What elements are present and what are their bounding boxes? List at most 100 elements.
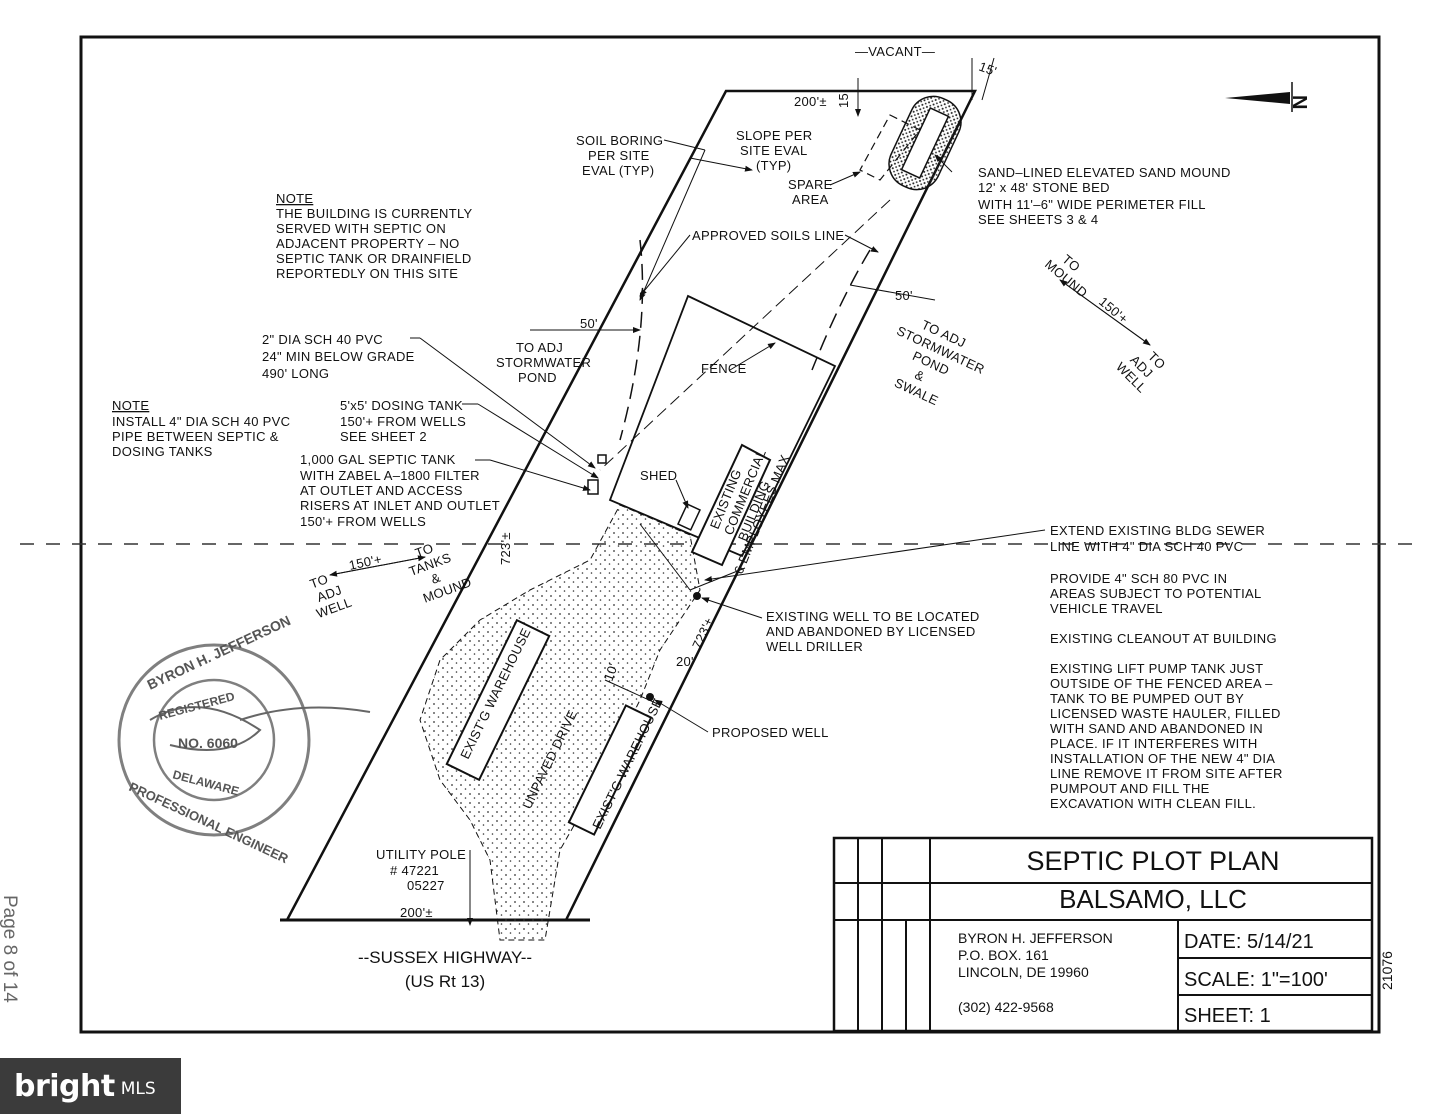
approved-soils-label: APPROVED SOILS LINE	[692, 228, 844, 243]
warehouse-left-label: EXIST'G WAREHOUSE	[457, 626, 533, 762]
top-dim-15: 15	[836, 93, 851, 108]
lift-pump-note: LINE REMOVE IT FROM SITE AFTER	[1050, 766, 1283, 781]
engineer-city: LINCOLN, DE 19960	[958, 964, 1089, 980]
plan-scale: SCALE: 1"=100'	[1184, 969, 1328, 991]
unpaved-drive-area	[419, 504, 701, 941]
watermark-brand: bright	[14, 1068, 115, 1104]
road-name: --SUSSEX HIGHWAY--	[358, 948, 532, 967]
vacant-label: —VACANT—	[855, 44, 935, 59]
north-arrow-icon	[1225, 82, 1293, 112]
spare-label-2: AREA	[792, 192, 829, 207]
pvc-note: 24" MIN BELOW GRADE	[262, 349, 415, 364]
lift-pump-note: WITH SAND AND ABANDONED IN	[1050, 721, 1263, 736]
engineer-phone: (302) 422-9568	[958, 999, 1054, 1015]
sheet-border	[79, 35, 1381, 1034]
spare-area	[859, 114, 921, 181]
provide-note: AREAS SUBJECT TO POTENTIAL	[1050, 586, 1262, 601]
seal-number: NO. 6060	[178, 735, 238, 751]
seal-bottom-text: PROFESSIONAL ENGINEER	[127, 779, 291, 866]
slope-note: SITE EVAL	[740, 143, 807, 158]
lift-pump-note: TANK TO BE PUMPED OUT BY	[1050, 691, 1244, 706]
note1-line: REPORTEDLY ON THIS SITE	[276, 266, 458, 281]
engineer-name: BYRON H. JEFFERSON	[958, 930, 1113, 946]
mound-note: 12' x 48' STONE BED	[978, 180, 1110, 195]
warehouse-left	[445, 618, 551, 782]
drive-label: UNPAVED DRIVE	[519, 707, 580, 811]
side-number: 21076	[1379, 951, 1395, 990]
page-number-label: Page 8 of 14	[0, 895, 20, 1003]
septic-note: AT OUTLET AND ACCESS	[300, 483, 463, 498]
bottom-dim-200: 200'±	[400, 905, 433, 920]
note2-heading: NOTE	[112, 398, 149, 413]
note1-heading: NOTE	[276, 191, 313, 206]
provide-note: VEHICLE TRAVEL	[1050, 601, 1163, 616]
stormwater-left-note: STORMWATER	[496, 355, 591, 370]
septic-note: 150'+ FROM WELLS	[300, 514, 426, 529]
note1-line: THE BUILDING IS CURRENTLY	[276, 206, 473, 221]
lift-pump-note: EXCAVATION WITH CLEAN FILL.	[1050, 796, 1256, 811]
provide-note: PROVIDE 4" SCH 80 PVC IN	[1050, 571, 1227, 586]
seal-registered: REGISTERED	[157, 689, 236, 723]
dim-50-right: 50'	[895, 288, 913, 303]
lift-pump-note: LICENSED WASTE HAULER, FILLED	[1050, 706, 1281, 721]
slope-note: SLOPE PER	[736, 128, 812, 143]
lift-pump-note: PLACE. IF IT INTERFERES WITH	[1050, 736, 1258, 751]
lift-pump-note: OUTSIDE OF THE FENCED AREA –	[1050, 676, 1273, 691]
seal-state: DELAWARE	[171, 767, 240, 798]
lift-pump-note: PUMPOUT AND FILL THE	[1050, 781, 1210, 796]
right-dim-723: 723'±	[689, 615, 716, 651]
soil-boring-note: SOIL BORING	[576, 133, 663, 148]
pvc-note: 490' LONG	[262, 366, 329, 381]
lift-pump-note: INSTALLATION OF THE NEW 4" DIA	[1050, 751, 1275, 766]
note2-line: PIPE BETWEEN SEPTIC &	[112, 429, 279, 444]
mound-note: WITH 11'–6" WIDE PERIMETER FILL	[978, 197, 1206, 212]
mound-note: SAND–LINED ELEVATED SAND MOUND	[978, 165, 1231, 180]
top-dim-200: 200'±	[794, 94, 827, 109]
spare-label-1: SPARE	[788, 177, 833, 192]
dosing-note: 5'x5' DOSING TANK	[340, 398, 463, 413]
dim-20: 20'	[676, 654, 694, 669]
tanks-arrow-dist: 150'+	[348, 551, 384, 573]
note1-line: SEPTIC TANK OR DRAINFIELD	[276, 251, 472, 266]
plan-sheet: SHEET: 1	[1184, 1005, 1271, 1027]
stormwater-left-note: POND	[518, 370, 557, 385]
road-route: (US Rt 13)	[405, 972, 485, 991]
left-dim-723: 723'±	[498, 532, 513, 565]
existing-well-note: EXISTING WELL TO BE LOCATED	[766, 609, 980, 624]
utility-pole-note: UTILITY POLE	[376, 847, 466, 862]
client-name: BALSAMO, LLC	[1059, 884, 1247, 914]
seal-top-text: BYRON H. JEFFERSON	[145, 612, 293, 693]
cleanout-note: EXISTING CLEANOUT AT BUILDING	[1050, 631, 1277, 646]
note2-line: DOSING TANKS	[112, 444, 213, 459]
top-dim-15b: 15'	[977, 59, 999, 79]
title-block	[832, 836, 1374, 1033]
soil-boring-note: EVAL (TYP)	[582, 163, 654, 178]
plan-title: SEPTIC PLOT PLAN	[1026, 846, 1279, 876]
dosing-note: 150'+ FROM WELLS	[340, 414, 466, 429]
watermark-suffix: MLS	[120, 1079, 156, 1099]
engineer-seal	[117, 643, 371, 837]
mound-note: SEE SHEETS 3 & 4	[978, 212, 1098, 227]
dim-50-left: 50'	[580, 316, 598, 331]
fence	[608, 294, 837, 558]
note1-line: ADJACENT PROPERTY – NO	[276, 236, 460, 251]
plan-date: DATE: 5/14/21	[1184, 931, 1314, 953]
septic-note: RISERS AT INLET AND OUTLET	[300, 498, 500, 513]
utility-pole-note: 05227	[407, 878, 445, 893]
note1-line: SERVED WITH SEPTIC ON	[276, 221, 446, 236]
warehouse-right-label: EXIST'G WAREHOUSE	[589, 696, 665, 832]
extend-note: EXTEND EXISTING BLDG SEWER	[1050, 523, 1265, 538]
septic-note: 1,000 GAL SEPTIC TANK	[300, 452, 456, 467]
pvc-note: 2" DIA SCH 40 PVC	[262, 332, 383, 347]
utility-pole-note: # 47221	[390, 863, 439, 878]
lift-pump-note: EXISTING LIFT PUMP TANK JUST	[1050, 661, 1263, 676]
dosing-note: SEE SHEET 2	[340, 429, 427, 444]
dim-10: 10'	[601, 661, 621, 683]
extend-note: LINE WITH 4" DIA SCH 40 PVC	[1050, 539, 1243, 554]
warehouse-right	[567, 704, 653, 836]
slope-note: (TYP)	[756, 158, 791, 173]
tanks-arrow-label: TO	[413, 540, 435, 560]
mound-arrow-dist: 150'+	[1096, 294, 1131, 327]
